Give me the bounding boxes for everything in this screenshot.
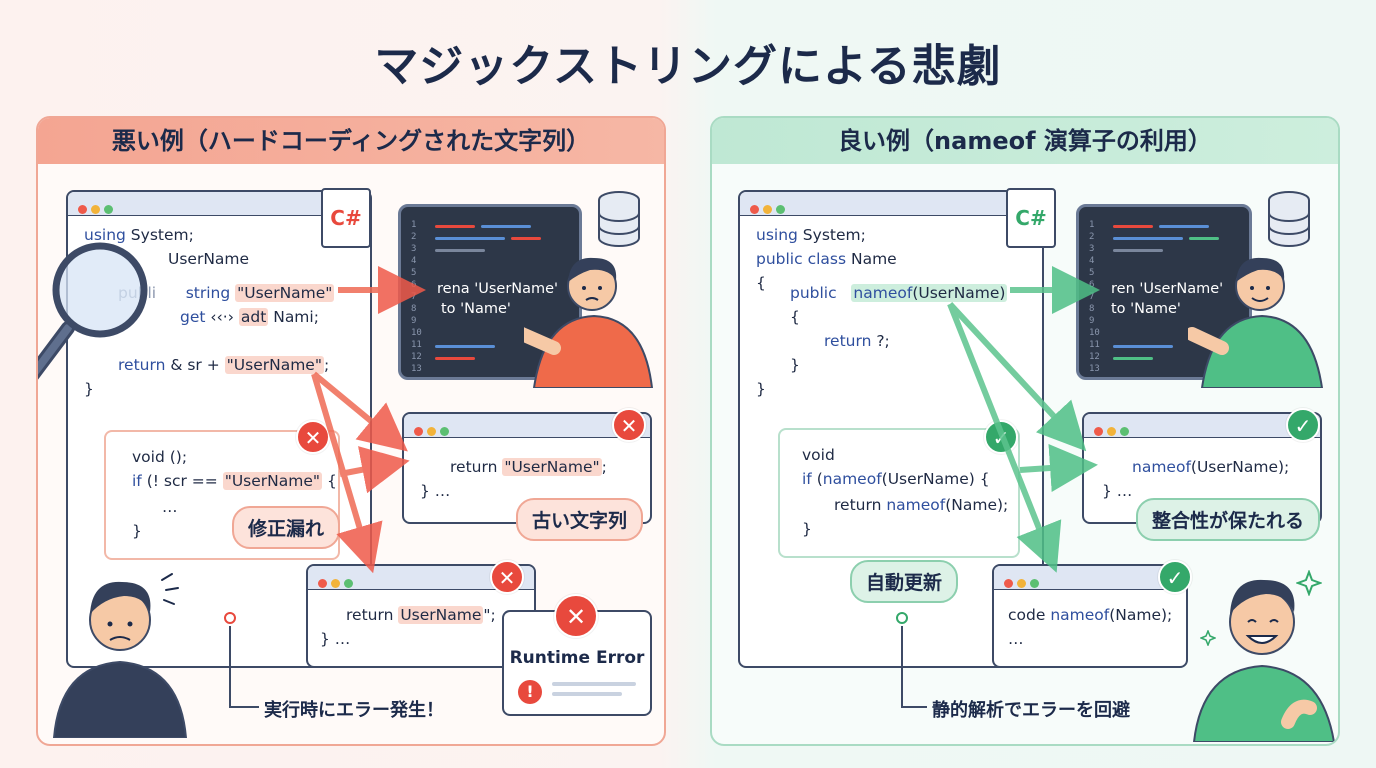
callout-code-line: } … <box>420 482 451 500</box>
callout-code-line: void <box>802 446 835 464</box>
database-icon <box>1268 191 1310 247</box>
magnifier-icon <box>38 242 148 380</box>
monitor-rename-text: rena 'UserName' <box>437 281 559 297</box>
error-x-icon: ✕ <box>296 420 330 454</box>
monitor-to-text: to 'Name' <box>1111 301 1181 317</box>
auto-update-tag: 自動更新 <box>850 560 959 603</box>
code-line-brace: } <box>790 356 800 374</box>
code-line-using: using System; <box>84 226 194 244</box>
warning-icon: ! <box>518 680 542 704</box>
good-panel-header: 良い例（nameof 演算子の利用） <box>712 118 1338 164</box>
consistent-tag: 整合性が保たれる <box>1136 498 1321 541</box>
code-line-brace: { <box>790 308 800 326</box>
callout-code-line: if (nameof(UserName) { <box>802 470 990 488</box>
code-line-property: public nameof(UserName) <box>790 284 1008 302</box>
bad-note: 実行時にエラー発生！ <box>264 700 444 721</box>
callout-code-line: void (); <box>132 448 188 466</box>
check-icon: ✓ <box>1158 560 1192 594</box>
callout-code-line: nameof(UserName); <box>1132 458 1290 476</box>
arrow-to-old-string <box>312 371 408 452</box>
monitor-to-text: to 'Name' <box>441 301 511 317</box>
good-example-panel: 良い例（nameof 演算子の利用） using System; public … <box>710 116 1340 746</box>
monitor-rename-text: ren 'UserName' <box>1111 281 1224 297</box>
callout-code-line: return UserName"; <box>346 606 496 624</box>
note-pin <box>896 612 908 624</box>
arrow-to-old-string-2 <box>339 446 410 494</box>
code-line-class: public class Name <box>756 250 897 268</box>
arrow-to-consistent <box>947 301 1087 452</box>
old-string-tag: 古い文字列 <box>516 498 644 541</box>
callout-code-line: return "UserName"; <box>450 458 607 476</box>
callout-code-line: return nameof(Name); <box>834 496 1009 514</box>
code-line-using: using System; <box>756 226 866 244</box>
error-x-icon: ✕ <box>554 594 598 638</box>
callout-code-line: } … <box>320 630 351 648</box>
window-controls <box>78 199 117 218</box>
callout-code-line: … <box>1008 630 1024 648</box>
worried-developer-figure <box>524 257 654 388</box>
page-title: マジックストリングによる悲劇 <box>374 41 1002 92</box>
code-line-return: return ?; <box>824 332 890 350</box>
check-icon: ✓ <box>1286 408 1320 442</box>
sad-developer-figure <box>52 573 188 738</box>
error-x-icon: ✕ <box>612 408 646 442</box>
callout-code-line: if (! scr == "UserName" { <box>132 472 337 490</box>
code-line-close: } <box>756 380 766 398</box>
note-pin <box>224 612 236 624</box>
happy-developer-figure <box>1192 579 1336 742</box>
bad-example-panel: 悪い例（ハードコーディングされた文字列） using System; UserN… <box>36 116 666 746</box>
arrow-to-runtime <box>311 373 383 574</box>
good-note: 静的解析でエラーを回避 <box>932 700 1130 721</box>
csharp-file-icon: C# <box>321 188 371 248</box>
code-line-return: return & sr + "UserName"; <box>118 356 330 374</box>
arrow-to-static <box>947 302 1062 573</box>
sparkle-icon <box>1296 570 1322 596</box>
window-controls <box>750 199 789 218</box>
calm-developer-figure <box>1188 257 1324 388</box>
code-line-getter: get ‹‹·› adt Nami; <box>180 308 319 326</box>
callout-code-line: } <box>802 520 812 538</box>
arrow-to-consistent-2 <box>1019 444 1098 492</box>
missed-fix-tag: 修正漏れ <box>232 506 341 549</box>
callout-code-line: } … <box>1102 482 1133 500</box>
csharp-file-icon: C# <box>1006 188 1056 248</box>
code-line-property: publi string "UserName" <box>118 284 335 302</box>
database-icon <box>598 191 640 247</box>
callout-code-line: … <box>162 498 178 516</box>
auto-update-callout: void if (nameof(UserName) { return nameo… <box>778 428 1020 558</box>
bad-panel-header: 悪い例（ハードコーディングされた文字列） <box>38 118 664 164</box>
sparkle-icon <box>1200 630 1216 646</box>
code-line-brace: { <box>756 274 766 292</box>
callout-code-line: code nameof(Name); <box>1008 606 1173 624</box>
callout-code-line: } <box>132 522 142 540</box>
runtime-error-label: Runtime Error <box>509 648 645 668</box>
runtime-error-dialog: ✕ Runtime Error ! <box>502 594 652 716</box>
code-line-class: UserName <box>168 250 250 268</box>
code-line-close: } <box>84 380 94 398</box>
error-x-icon: ✕ <box>490 560 524 594</box>
